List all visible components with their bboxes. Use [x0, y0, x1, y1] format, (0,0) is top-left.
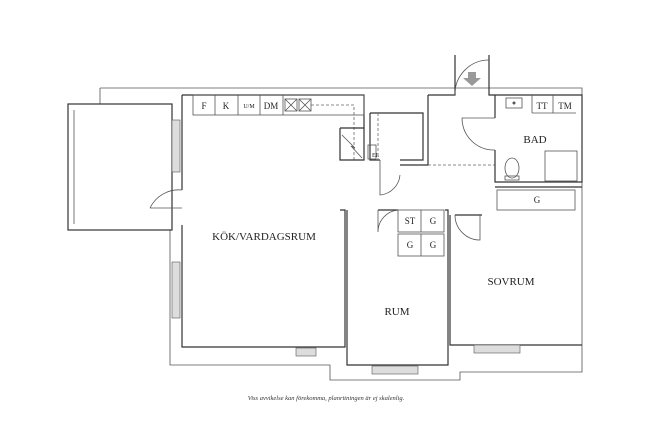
- sink-icon: [505, 97, 523, 109]
- entrance-arrow-icon: [463, 72, 481, 86]
- room-label-kitchen-living: KÖK/VARDAGSRUM: [212, 231, 316, 243]
- room-label-room: RUM: [384, 306, 409, 318]
- balcony: [67, 103, 173, 231]
- wall-kitchen-living: [181, 94, 365, 348]
- closet-door: [379, 160, 401, 196]
- disclaimer: Viss avvikelse kan förekomma, planritnin…: [248, 395, 405, 402]
- bedroom-door: [454, 214, 481, 241]
- stove-icon: [284, 98, 312, 112]
- toilet-icon: [504, 157, 520, 181]
- fixture-dishwasher: DM: [264, 101, 279, 111]
- wardrobe-room-1: G: [430, 216, 437, 226]
- window-left-bottom: [171, 261, 181, 319]
- kitchen-counter: [192, 94, 365, 116]
- fixture-dryer: TT: [537, 101, 548, 111]
- wardrobe-room-3: G: [430, 240, 437, 250]
- fixture-washer: TM: [558, 101, 572, 111]
- wardrobe-room-2: G: [407, 240, 414, 250]
- shower: [544, 150, 578, 182]
- fixture-fridge: F: [201, 101, 206, 111]
- balcony-door: [149, 189, 183, 209]
- fixture-freezer: K: [223, 101, 230, 111]
- room-door: [377, 209, 399, 233]
- bathroom-door: [461, 117, 496, 151]
- wardrobe-bedroom: G: [534, 195, 541, 205]
- window-left-top: [171, 119, 181, 173]
- storage-room: ST: [405, 216, 416, 226]
- room-label-bathroom: BAD: [523, 134, 546, 146]
- room-label-bedroom: SOVRUM: [487, 276, 534, 288]
- fixture-microwave-oven: U/M: [243, 104, 255, 110]
- fixture-electrical: EL: [372, 153, 380, 159]
- entrance-door: [454, 59, 490, 96]
